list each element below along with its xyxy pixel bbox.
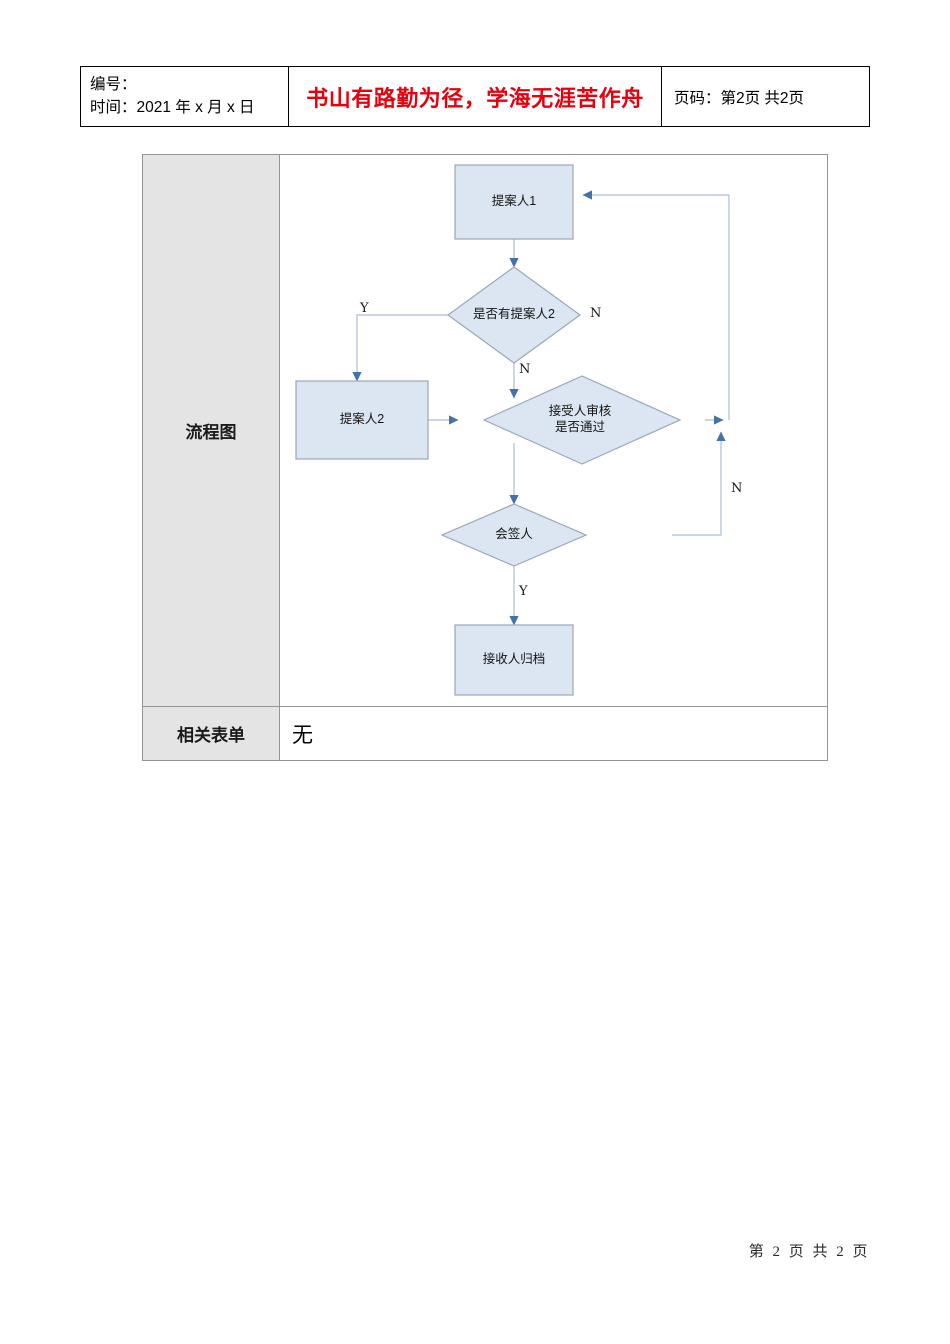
header-number-label: 编号： (90, 76, 137, 94)
header-slogan-cell: 书山有路勤为径，学海无涯苦作舟 (288, 66, 662, 127)
header-page-cell: 页码：第2页 共2页 (661, 66, 870, 127)
process-table: 流程图 (142, 154, 828, 761)
header-meta-cell: 编号： 时间：2021 年 x 月 x 日 (80, 66, 289, 127)
edge-decision1-yes-to-proposer2 (352, 314, 448, 382)
flowchart-cell: 提案人1 是否有提案人2 提案人2 接受人审核是否通过 会签人 接收人归档 Y … (279, 154, 828, 707)
row-label-related-forms: 相关表单 (142, 706, 280, 761)
flowchart-svg (295, 164, 730, 696)
document-header-table: 编号： 时间：2021 年 x 月 x 日 书山有路勤为径，学海无涯苦作舟 页码… (80, 66, 870, 127)
table-row-related-forms: 相关表单 无 (142, 706, 828, 761)
node-review-pass-shape (482, 375, 682, 465)
node-has-proposer2-shape (446, 266, 582, 364)
node-proposer2-shape (295, 380, 429, 460)
node-countersign-shape (440, 503, 588, 567)
page-footer: 第 2 页 共 2 页 (748, 1244, 870, 1260)
node-proposer1-shape (454, 164, 574, 240)
header-time-label: 时间：2021 年 x 月 x 日 (90, 98, 255, 116)
row-label-flowchart: 流程图 (142, 154, 280, 707)
row-value-related-forms: 无 (279, 706, 828, 761)
table-row-flowchart: 流程图 (142, 154, 828, 707)
edge-countersign-no-return (672, 431, 726, 536)
node-receiver-archive-shape (454, 624, 574, 696)
header-slogan: 书山有路勤为径，学海无涯苦作舟 (306, 85, 644, 112)
flowchart-canvas: 提案人1 是否有提案人2 提案人2 接受人审核是否通过 会签人 接收人归档 Y … (280, 155, 827, 706)
